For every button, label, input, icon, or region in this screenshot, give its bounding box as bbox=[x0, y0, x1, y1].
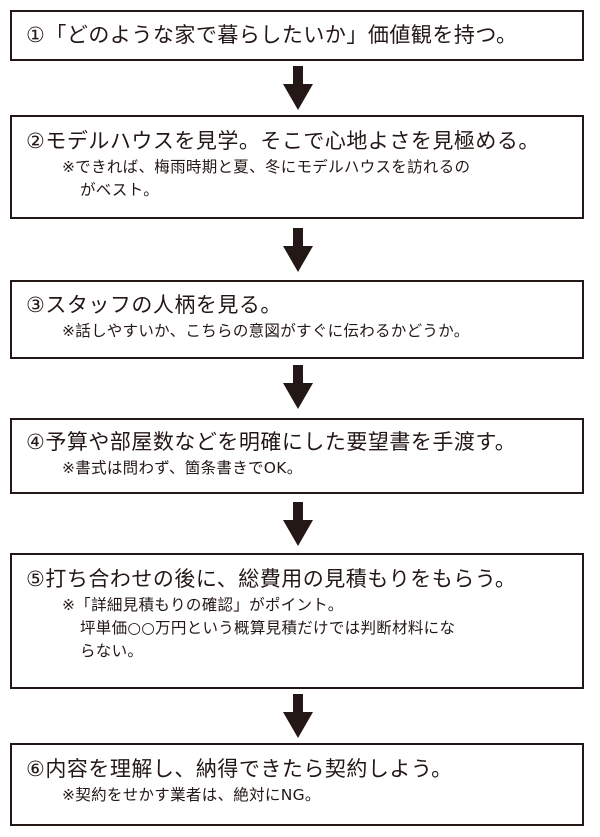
down-arrow-icon bbox=[283, 694, 313, 738]
step-6-box: ⑥内容を理解し、納得できたら契約しよう。 ※契約をせかす業者は、絶対にNG。 bbox=[10, 743, 584, 826]
step-3-note-line-1: ※話しやすいか、こちらの意図がすぐに伝わるかどうか。 bbox=[62, 322, 470, 340]
step-4-box: ④予算や部屋数などを明確にした要望書を手渡す。 ※書式は問わず、箇条書きでOK。 bbox=[10, 418, 584, 494]
down-arrow-icon bbox=[283, 365, 313, 409]
step-5-note-line-3: らない。 bbox=[80, 642, 144, 660]
down-arrow-icon bbox=[283, 228, 313, 272]
step-4-note: ※書式は問わず、箇条書きでOK。 bbox=[26, 457, 572, 480]
step-2-box: ②モデルハウスを見学。そこで心地よさを見極める。 ※できれば、梅雨時期と夏、冬に… bbox=[10, 115, 584, 219]
step-5-note: ※「詳細見積もりの確認」がポイント。 坪単価○○万円という概算見積だけでは判断材… bbox=[26, 594, 572, 663]
step-1-box: ①「どのような家で暮らしたいか」価値観を持つ。 bbox=[10, 10, 584, 61]
step-4-title: ④予算や部屋数などを明確にした要望書を手渡す。 bbox=[26, 430, 517, 454]
step-3-note: ※話しやすいか、こちらの意図がすぐに伝わるかどうか。 bbox=[26, 320, 572, 343]
step-6-note: ※契約をせかす業者は、絶対にNG。 bbox=[26, 784, 572, 807]
down-arrow-icon bbox=[283, 502, 313, 546]
step-5-box: ⑤打ち合わせの後に、総費用の見積もりをもらう。 ※「詳細見積もりの確認」がポイン… bbox=[10, 553, 584, 689]
step-2-note-line-1: ※できれば、梅雨時期と夏、冬にモデルハウスを訪れるの bbox=[62, 158, 471, 176]
down-arrow-icon bbox=[283, 66, 313, 110]
step-1-title: ①「どのような家で暮らしたいか」価値観を持つ。 bbox=[26, 23, 518, 47]
step-6-note-line-1: ※契約をせかす業者は、絶対にNG。 bbox=[62, 786, 321, 804]
step-2-note-line-2: がベスト。 bbox=[80, 181, 160, 199]
step-5-title: ⑤打ち合わせの後に、総費用の見積もりをもらう。 bbox=[26, 567, 517, 591]
step-3-title: ③スタッフの人柄を見る。 bbox=[26, 293, 282, 317]
step-5-note-line-1: ※「詳細見積もりの確認」がポイント。 bbox=[62, 596, 344, 614]
step-4-note-line-1: ※書式は問わず、箇条書きでOK。 bbox=[62, 459, 303, 477]
step-3-box: ③スタッフの人柄を見る。 ※話しやすいか、こちらの意図がすぐに伝わるかどうか。 bbox=[10, 280, 584, 359]
step-2-title: ②モデルハウスを見学。そこで心地よさを見極める。 bbox=[26, 129, 540, 153]
step-6-title: ⑥内容を理解し、納得できたら契約しよう。 bbox=[26, 757, 453, 781]
step-5-note-line-2: 坪単価○○万円という概算見積だけでは判断材料にな bbox=[80, 619, 456, 637]
step-2-note: ※できれば、梅雨時期と夏、冬にモデルハウスを訪れるの がベスト。 bbox=[26, 156, 572, 202]
